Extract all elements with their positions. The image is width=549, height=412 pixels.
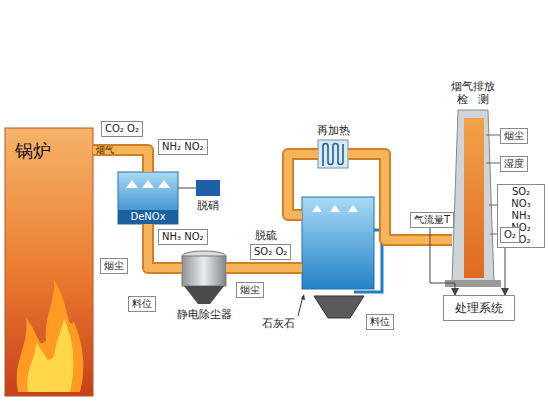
node-text: SO₂ O₂: [254, 246, 287, 257]
node-text: 料位: [132, 298, 152, 309]
denox-reactor: [118, 172, 178, 224]
signal-line: [505, 243, 506, 295]
equipment-heading: 静电除尘器: [176, 308, 233, 321]
equipment-heading: 再加热: [316, 124, 351, 137]
flow-tag: 气流量T: [410, 212, 454, 228]
node-text: 烟尘: [240, 284, 260, 295]
spray-nozzles: [126, 180, 170, 188]
lime-arrowhead: [301, 294, 305, 300]
signal-line: [178, 188, 196, 189]
node-text: 料位: [370, 316, 390, 327]
denox-unit: DeNOx: [118, 172, 178, 224]
equipment-heading: 脱硝: [196, 199, 220, 212]
tower-sprays: [312, 205, 358, 212]
line-stroke: [178, 188, 196, 189]
pipe-stroke: [288, 154, 318, 215]
node-text: 气流量T: [414, 214, 450, 225]
node-text: NH₃ NO₂: [162, 231, 204, 242]
reheater: 再加热: [318, 140, 348, 168]
level-tag: 料位: [128, 296, 156, 312]
line-stroke: [430, 228, 455, 295]
node-text: CO₂ O₂: [105, 123, 139, 134]
node-text: 湿度: [504, 158, 524, 169]
material-label: 石灰石: [262, 318, 295, 330]
line-stroke: [505, 243, 506, 295]
stack-flue: [464, 118, 484, 278]
node-text: 烟尘: [104, 260, 124, 271]
esp-body: [182, 256, 226, 286]
signal-line: [430, 228, 455, 295]
gas-tag: SO₂ O₂: [250, 244, 291, 260]
desulfur-tower: [302, 197, 374, 289]
flue-pipe: [288, 154, 318, 215]
gas-tag: NH₃ NO₂: [158, 229, 208, 245]
sensor-tag: O₂: [500, 227, 520, 243]
slurry-pipe: [354, 230, 382, 292]
sensor-tag: 烟尘: [500, 128, 528, 144]
equipment-heading: 脱硫: [254, 229, 278, 242]
stack-shell: [452, 110, 494, 282]
pipe-stroke: [226, 262, 302, 274]
flame-core: [27, 318, 73, 392]
reheater-coil: [323, 144, 343, 167]
electrostatic-precipitator: 静电除尘器: [182, 251, 226, 304]
dust-tag: 烟尘: [236, 282, 264, 298]
denox-band: [118, 210, 178, 224]
flame: [17, 280, 84, 392]
ammonia-tank: [196, 180, 220, 196]
reheater-box: [318, 140, 348, 168]
equipment-heading: 烟气排放 检 测: [446, 80, 500, 106]
desulfur-tower: 脱硫: [302, 197, 374, 289]
pipe-stroke: [226, 264, 302, 272]
stack: 烟气排放 检 测: [452, 110, 494, 282]
pipe-stroke: [288, 154, 318, 215]
processing-box: 处理系统: [443, 295, 515, 321]
gas-tag: NH₂ NO₂: [158, 139, 208, 155]
node-text: DeNOx: [118, 211, 178, 223]
boiler: 锅炉: [5, 128, 93, 396]
flue-pipe: [226, 268, 302, 269]
node-text: 烟尘: [504, 130, 524, 141]
node-text: 处理系统: [455, 300, 503, 317]
node-text: NH₂ NO₂: [162, 141, 204, 152]
boiler-body: [5, 128, 93, 396]
dust-tag: 烟尘: [100, 258, 128, 274]
level-tag: 料位: [366, 314, 394, 330]
gypsum-hopper: [314, 296, 364, 318]
denitration-tank: 脱硝: [196, 180, 220, 196]
esp-hopper: [184, 286, 224, 304]
pipe-label: 烟气: [96, 144, 114, 156]
node-text: 锅炉: [15, 140, 51, 162]
gas-tag: CO₂ O₂: [101, 121, 143, 137]
node-text: O₂: [504, 229, 516, 240]
sensor-tag: 湿度: [500, 156, 528, 172]
